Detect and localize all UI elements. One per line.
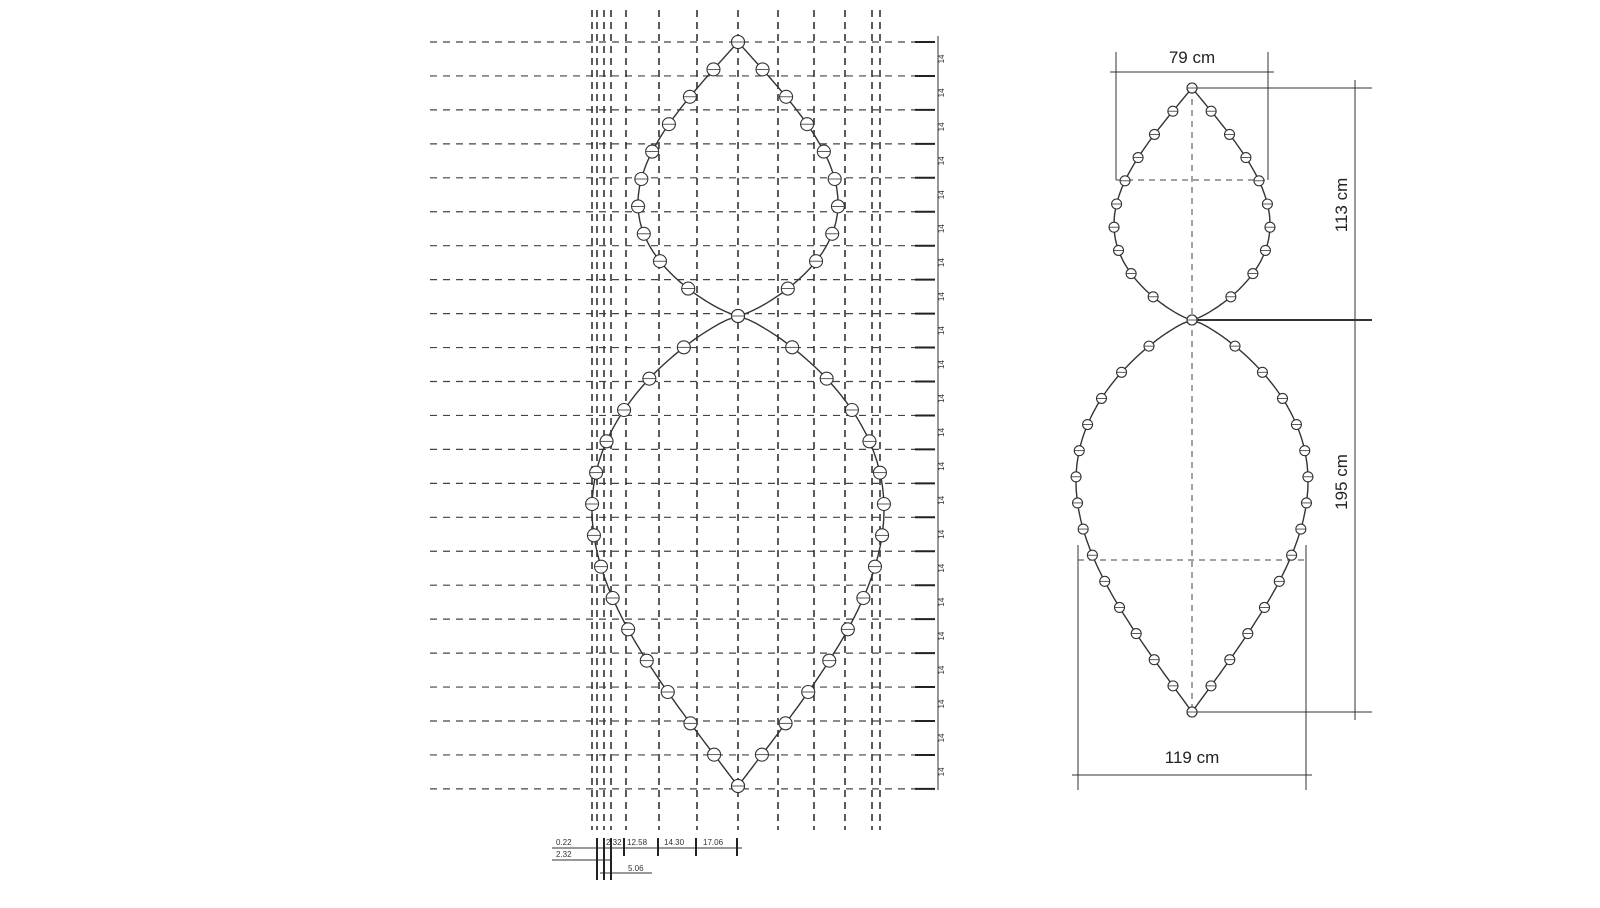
row-spacing-label: 14 (937, 258, 946, 267)
dim-label: 12.58 (627, 838, 648, 847)
row-spacing-label: 14 (937, 190, 946, 199)
dim-label: 17.06 (703, 838, 724, 847)
row-spacing-label: 14 (937, 767, 946, 776)
row-spacing-label: 14 (937, 88, 946, 97)
dim-label: 0.22 (556, 838, 572, 847)
dim-label: 2.32 (556, 850, 572, 859)
row-spacing-label: 14 (937, 156, 946, 165)
row-ticks (915, 36, 939, 790)
row-spacing-labels: 14 14 14 14 14 14 14 14 14 14 14 14 14 14 14 14 14 14 14 14… (937, 54, 946, 776)
row-spacing-label: 14 (937, 699, 946, 708)
row-spacing-label: 14 (937, 427, 946, 436)
left-panel (425, 25, 955, 895)
row-spacing-label: 14 (937, 292, 946, 301)
dim-label: 14.30 (664, 838, 685, 847)
row-spacing-label: 14 (937, 360, 946, 369)
row-spacing-label: 14 (937, 631, 946, 640)
right-construction-lines (1072, 52, 1372, 790)
row-spacing-label: 14 (937, 563, 946, 572)
row-spacing-label: 14 (937, 461, 946, 470)
row-spacing-label: 14 (937, 326, 946, 335)
row-spacing-label: 14 (937, 665, 946, 674)
row-spacing-label: 14 (937, 54, 946, 63)
row-spacing-label: 14 (937, 495, 946, 504)
row-spacing-label: 14 (937, 597, 946, 606)
curve-nodes-left (585, 34, 891, 794)
upper-height-label: 113 cm (1332, 178, 1351, 233)
top-width-label: 79 cm (1169, 48, 1215, 67)
row-spacing-label: 14 (937, 393, 946, 402)
dim-label: 5.06 (628, 864, 644, 873)
curve-nodes-right (1070, 82, 1314, 718)
row-spacing-label: 14 (937, 733, 946, 742)
row-spacing-label: 14 (937, 529, 946, 538)
row-spacing-label: 14 (937, 122, 946, 131)
vertical-grid-lines (591, 10, 881, 830)
dim-label: 2.32 (606, 838, 622, 847)
row-spacing-label: 14 (937, 224, 946, 233)
bottom-dimension-chain: 0.22 2.32 2.32 12.58 14.30 17.06 5.06 (552, 838, 742, 880)
right-panel (1045, 30, 1390, 840)
horizontal-grid-lines (430, 41, 922, 790)
lower-height-label: 195 cm (1332, 454, 1351, 510)
bottom-width-label: 119 cm (1165, 748, 1220, 767)
